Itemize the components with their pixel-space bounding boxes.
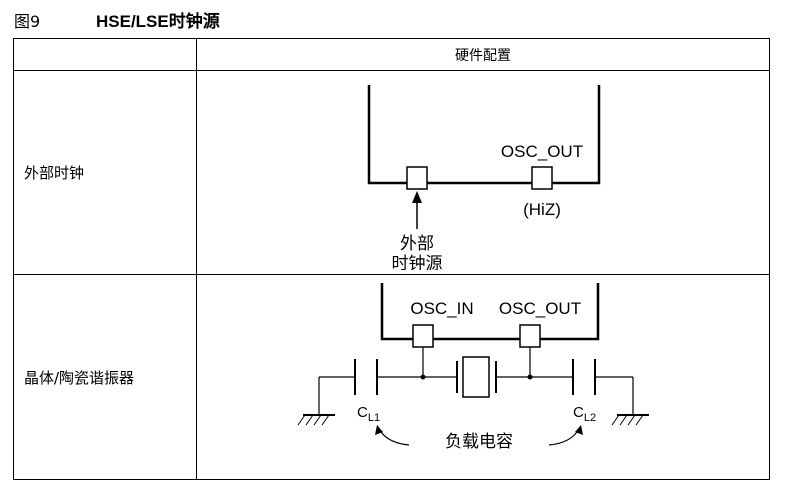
ground-hatch bbox=[321, 414, 330, 426]
ground-hatch bbox=[627, 414, 636, 426]
ground-hatch bbox=[611, 414, 620, 426]
row-label-crystal: 晶体/陶瓷谐振器 bbox=[13, 274, 197, 480]
left-arrow-head-icon bbox=[375, 425, 383, 435]
external-clock-diagram-cell: OSC_OUT (HiZ) 外部 时钟源 bbox=[196, 70, 770, 275]
left-arrow-curve bbox=[378, 428, 410, 446]
figure-title: HSE/LSE时钟源 bbox=[96, 12, 220, 31]
ground-hatch bbox=[297, 414, 306, 426]
osc-in-label: OSC_IN bbox=[410, 299, 473, 318]
cap1-label: CL1 bbox=[357, 404, 380, 424]
source-label-line1: 外部 bbox=[400, 234, 434, 254]
hiz-label: (HiZ) bbox=[523, 200, 561, 219]
table-row-external-clock: 外部时钟 OSC_OUT (HiZ) 外部 时钟源 bbox=[13, 70, 770, 275]
osc-out-label: OSC_OUT bbox=[501, 142, 583, 161]
chip-outline bbox=[380, 283, 600, 341]
ground-hatch bbox=[635, 414, 644, 426]
hardware-config-table: 硬件配置 外部时钟 OSC_OUT (HiZ) 外部 时钟源 晶体/陶瓷谐振器 bbox=[13, 38, 770, 480]
empty-header-cell bbox=[13, 38, 197, 71]
figure-number: 图9 bbox=[14, 12, 41, 31]
cap2-label: CL2 bbox=[573, 404, 596, 424]
crystal-body bbox=[462, 356, 490, 398]
right-arrow-head-icon bbox=[575, 425, 583, 435]
external-clock-diagram: OSC_OUT (HiZ) 外部 时钟源 bbox=[367, 85, 601, 274]
osc-out-label: OSC_OUT bbox=[499, 299, 581, 318]
ground-hatch bbox=[313, 414, 322, 426]
hardware-config-header: 硬件配置 bbox=[196, 38, 770, 71]
ground-hatch bbox=[619, 414, 628, 426]
chip-outline bbox=[367, 85, 601, 185]
osc-out-pad bbox=[519, 324, 541, 348]
osc-out-pad bbox=[531, 166, 553, 190]
osc-in-pad bbox=[412, 324, 434, 348]
ground-hatch bbox=[305, 414, 314, 426]
table-header-row: 硬件配置 bbox=[13, 38, 770, 71]
arrow-head-icon bbox=[412, 191, 422, 203]
table-row-crystal: 晶体/陶瓷谐振器 OSC_IN OSC_OUT bbox=[13, 274, 770, 480]
osc-in-pad bbox=[406, 166, 428, 190]
row-label-external-clock: 外部时钟 bbox=[13, 70, 197, 275]
crystal-diagram: OSC_IN OSC_OUT bbox=[297, 283, 649, 452]
load-caps-label: 负载电容 bbox=[445, 432, 513, 452]
crystal-diagram-cell: OSC_IN OSC_OUT bbox=[196, 274, 770, 480]
source-label-line2: 时钟源 bbox=[392, 254, 443, 270]
right-arrow-curve bbox=[548, 428, 580, 446]
